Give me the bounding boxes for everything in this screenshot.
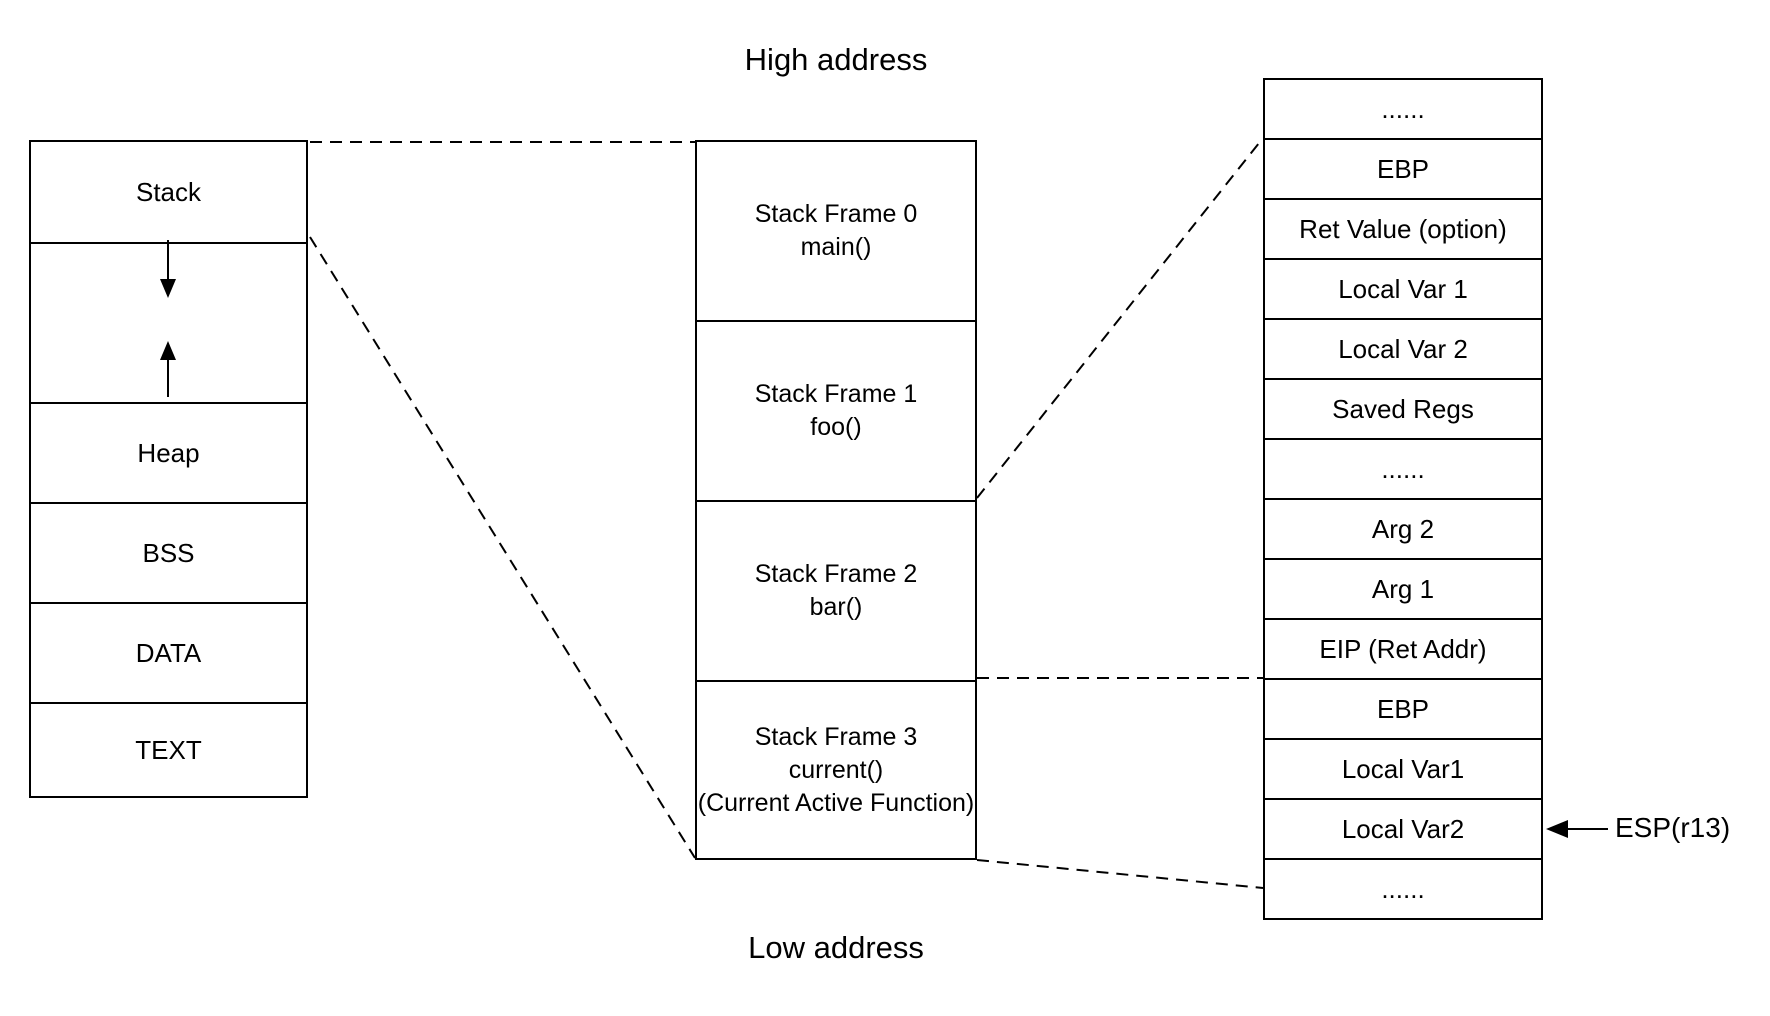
detail-arg-1: Arg 1 (1265, 558, 1541, 618)
segment-bss-label: BSS (142, 537, 195, 568)
detail-local-var-2: Local Var 2 (1265, 318, 1541, 378)
frame-detail-column: ...... EBP Ret Value (option) Local Var … (1263, 78, 1543, 920)
dashed-line-frame3-bottom-to-detail-bottom (976, 859, 1264, 889)
segment-bss: BSS (31, 502, 306, 602)
detail-ellipsis-middle: ...... (1265, 438, 1541, 498)
stack-heap-growth-zone (31, 242, 306, 402)
segment-text: TEXT (31, 702, 306, 796)
detail-cell-label: ...... (1381, 93, 1425, 124)
detail-ret-value: Ret Value (option) (1265, 198, 1541, 258)
stack-frame-3-note: (Current Active Function) (697, 788, 975, 817)
stack-frame-0-name: Stack Frame 0 (754, 200, 918, 228)
segment-text-label: TEXT (135, 734, 202, 765)
low-address-label: Low address (748, 930, 924, 965)
detail-cell-label: Arg 2 (1371, 513, 1435, 544)
detail-local-var2-current: Local Var2 (1265, 798, 1541, 858)
stack-frame-2-function: bar() (809, 593, 863, 621)
detail-cell-label: Local Var2 (1341, 813, 1465, 844)
stack-frame-0-function: main() (800, 233, 872, 261)
stack-frame-2-name: Stack Frame 2 (754, 560, 918, 588)
stack-frame-2: Stack Frame 2 bar() (697, 500, 975, 680)
memory-layout-column: Stack Heap BSS DATA TEXT (29, 140, 308, 798)
segment-heap-label: Heap (137, 437, 200, 468)
detail-cell-label: Local Var 1 (1338, 273, 1468, 304)
esp-register-label: ESP(r13) (1615, 812, 1731, 843)
detail-local-var1-current: Local Var1 (1265, 738, 1541, 798)
detail-ellipsis-top: ...... (1265, 80, 1541, 138)
stack-frame-3-function: current() (788, 755, 884, 784)
detail-cell-label: ...... (1381, 873, 1425, 904)
stack-frame-3: Stack Frame 3 current() (Current Active … (697, 680, 975, 858)
segment-heap: Heap (31, 402, 306, 502)
detail-cell-label: EIP (Ret Addr) (1319, 633, 1487, 664)
stack-frame-3-name: Stack Frame 3 (754, 722, 918, 751)
detail-ellipsis-bottom: ...... (1265, 858, 1541, 918)
detail-eip-ret-addr: EIP (Ret Addr) (1265, 618, 1541, 678)
segment-stack: Stack (31, 142, 306, 242)
detail-cell-label: Local Var 2 (1338, 333, 1468, 364)
detail-local-var-1: Local Var 1 (1265, 258, 1541, 318)
detail-cell-label: ...... (1381, 453, 1425, 484)
stack-frame-1-name: Stack Frame 1 (754, 380, 918, 408)
detail-cell-label: EBP (1376, 153, 1430, 184)
esp-arrow-head (1546, 820, 1568, 838)
detail-cell-label: Arg 1 (1371, 573, 1435, 604)
detail-saved-regs: Saved Regs (1265, 378, 1541, 438)
detail-cell-label: Saved Regs (1332, 393, 1474, 424)
stack-frame-1: Stack Frame 1 foo() (697, 320, 975, 500)
detail-arg-2: Arg 2 (1265, 498, 1541, 558)
detail-ebp-current: EBP (1265, 678, 1541, 738)
dashed-line-stack-bottom-to-frames-bottom (309, 236, 696, 859)
detail-cell-label: Local Var1 (1341, 753, 1465, 784)
detail-cell-label: EBP (1376, 693, 1430, 724)
detail-cell-label: Ret Value (option) (1299, 213, 1507, 244)
detail-ebp-caller: EBP (1265, 138, 1541, 198)
dashed-line-frame2-top-to-detail-top (976, 137, 1264, 499)
segment-stack-label: Stack (135, 176, 202, 207)
segment-data: DATA (31, 602, 306, 702)
high-address-label: High address (744, 42, 928, 77)
stack-frame-0: Stack Frame 0 main() (697, 142, 975, 320)
segment-data-label: DATA (135, 637, 202, 668)
stack-frame-1-function: foo() (810, 413, 862, 441)
stack-frames-column: Stack Frame 0 main() Stack Frame 1 foo()… (695, 140, 977, 860)
